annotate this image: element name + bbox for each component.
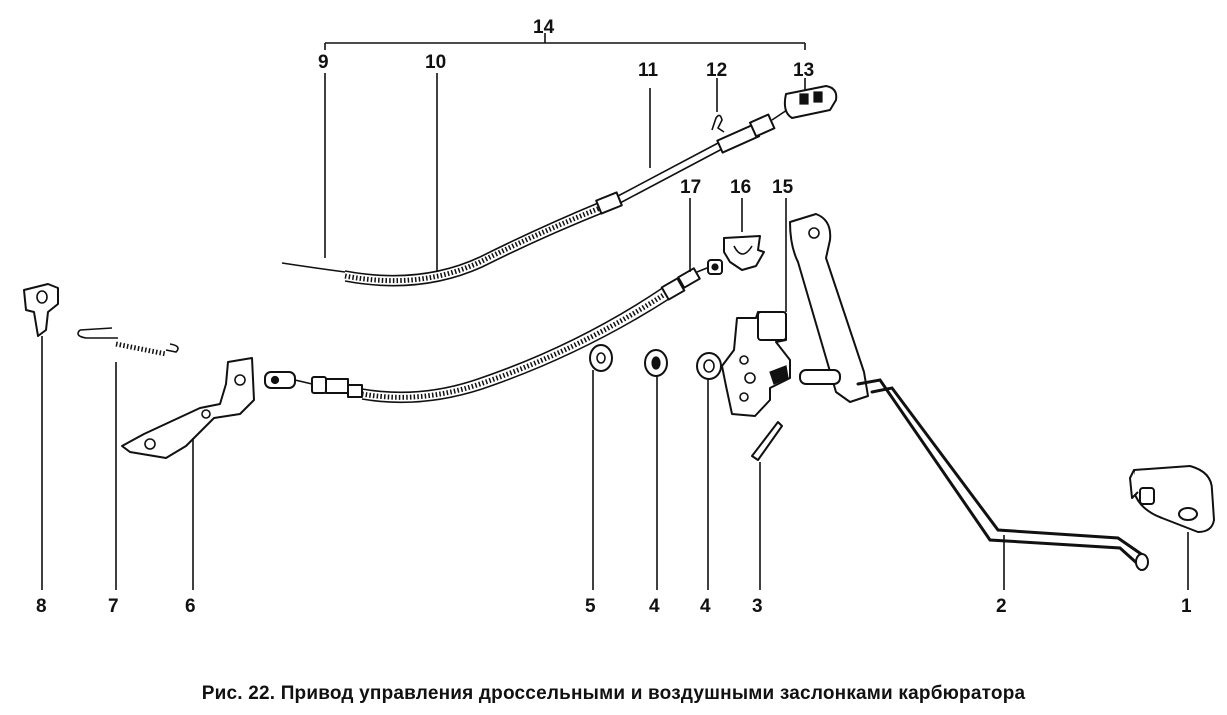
spring-clip <box>723 198 765 271</box>
pedal-pad <box>1129 465 1215 590</box>
callout-9: 9 <box>318 52 329 73</box>
cable-bracket <box>721 198 791 417</box>
washer-4-right <box>696 352 722 590</box>
cable-clamp-plate <box>23 283 59 590</box>
throttle-cable <box>264 198 723 404</box>
callout-12: 12 <box>706 60 727 81</box>
accelerator-pedal-lever <box>789 213 1149 590</box>
mounting-bracket <box>121 357 255 590</box>
callout-7: 7 <box>108 596 119 617</box>
callout-13: 13 <box>793 60 814 81</box>
callout-8: 8 <box>36 596 47 617</box>
callout-6: 6 <box>185 596 196 617</box>
cotter-pin <box>751 421 783 590</box>
choke-cable-assembly <box>281 73 838 287</box>
callout-11: 11 <box>638 60 659 81</box>
callout-14: 14 <box>533 17 555 38</box>
callout-17: 17 <box>680 177 701 198</box>
return-spring <box>77 327 179 590</box>
callout-4b: 4 <box>700 596 711 617</box>
callout-2: 2 <box>996 596 1007 617</box>
washer-5 <box>589 344 613 590</box>
callout-15: 15 <box>772 177 794 198</box>
callout-1: 1 <box>1181 596 1192 617</box>
figure-caption: Рис. 22. Привод управления дроссельными … <box>201 683 1026 704</box>
callout-10: 10 <box>425 52 446 73</box>
callout-3: 3 <box>752 596 763 617</box>
group-bracket-14 <box>324 33 806 50</box>
callout-16: 16 <box>730 177 751 198</box>
washer-4-left <box>644 349 668 590</box>
callout-4a: 4 <box>649 596 660 617</box>
callout-5: 5 <box>585 596 596 617</box>
